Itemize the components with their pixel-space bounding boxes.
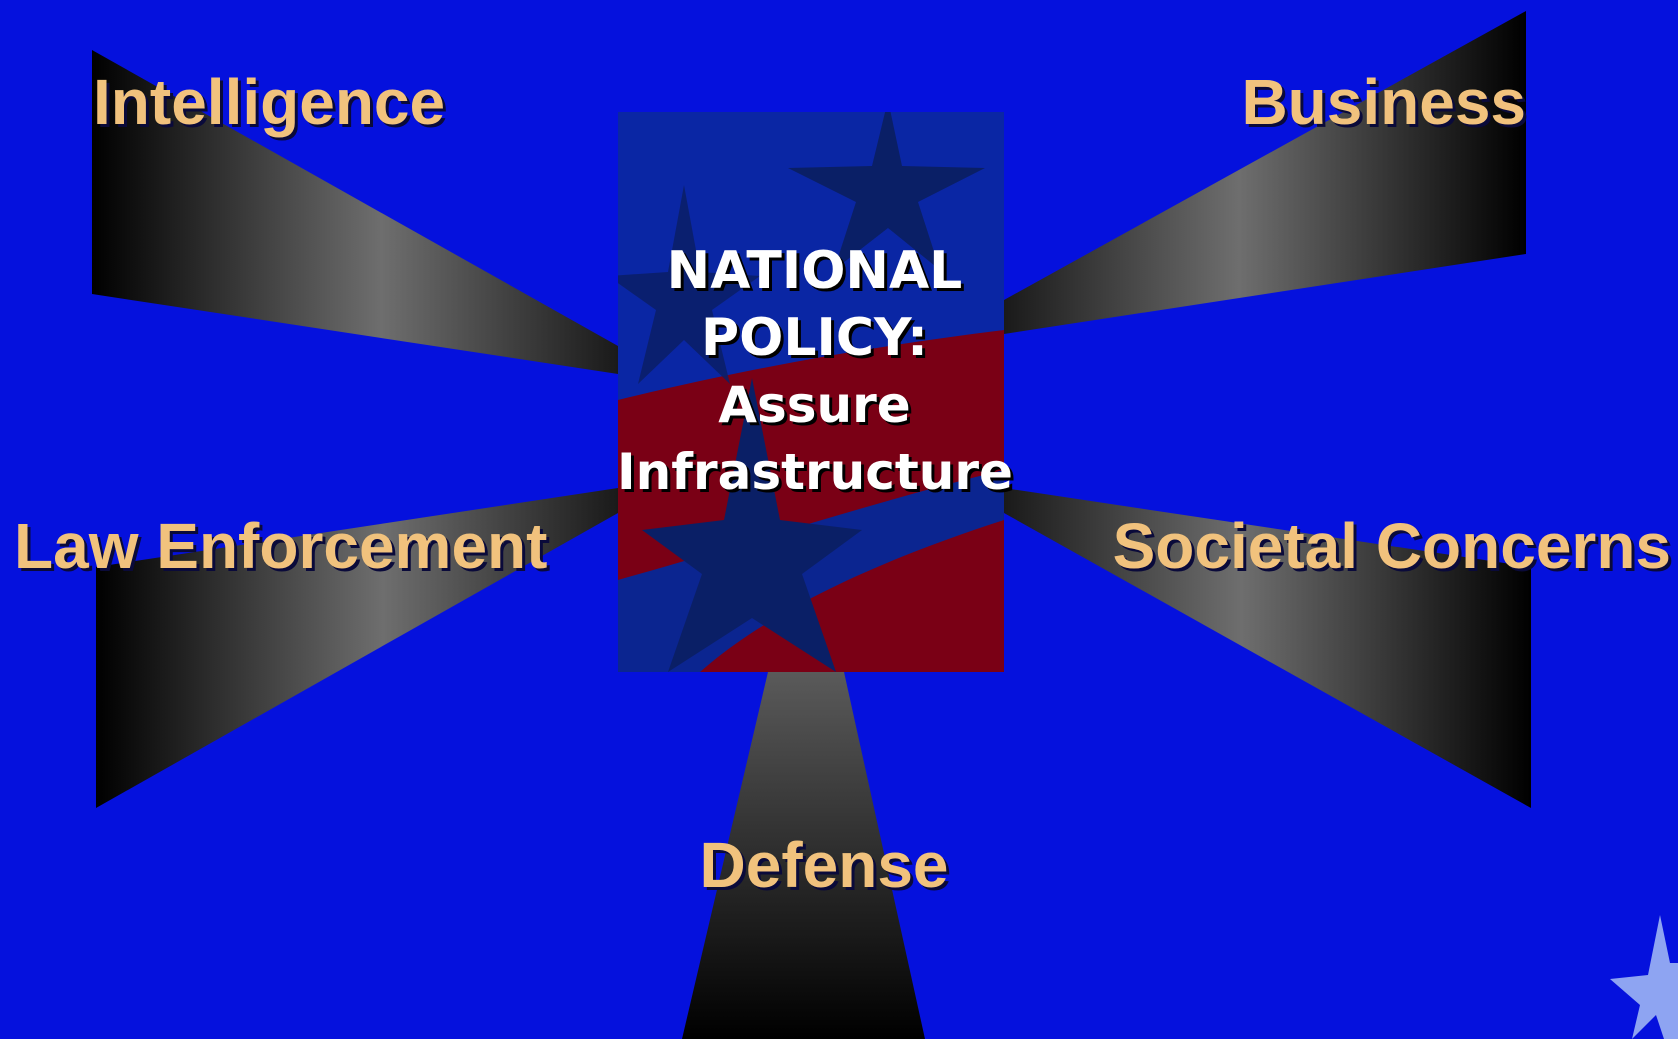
center-flag-panel	[618, 112, 1004, 672]
center-title-line: Assure	[718, 376, 911, 434]
star-icon	[1610, 915, 1678, 1039]
branch-label-defense: Defense	[699, 829, 949, 901]
flag-star-large-top	[788, 112, 985, 270]
flag-red-stripe-lower	[700, 520, 1004, 672]
beam-societal-concerns	[1004, 488, 1531, 808]
branch-label-societal-concerns: Societal Concerns	[1112, 510, 1671, 582]
center-title-line: Infrastructure	[617, 443, 1013, 501]
beam-law-enforcement	[96, 488, 618, 808]
branch-label-business: Business	[1241, 66, 1526, 138]
center-title-line: NATIONAL	[666, 241, 963, 301]
beam-business	[1004, 11, 1526, 334]
branch-label-law-enforcement: Law Enforcement	[14, 510, 548, 582]
center-title-line: POLICY:	[701, 308, 928, 368]
center-title: NATIONAL POLICY: Assure Infrastructure	[617, 238, 1013, 506]
branch-label-intelligence: Intelligence	[93, 66, 446, 138]
flag-star-top-left	[618, 185, 760, 384]
beam-defense	[682, 672, 925, 1039]
flag-star-center	[642, 378, 862, 672]
beam-intelligence	[92, 50, 618, 374]
